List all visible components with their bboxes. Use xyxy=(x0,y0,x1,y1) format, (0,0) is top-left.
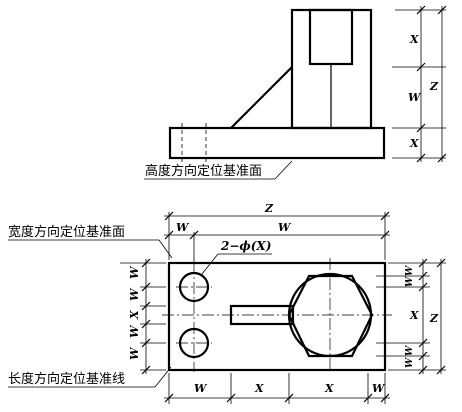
dim-label-x-top: X xyxy=(409,33,419,46)
dim-label-left-w4: W xyxy=(128,346,141,360)
dim-label-z-total: Z xyxy=(429,80,439,93)
dim-label-x-bottom: X xyxy=(409,137,419,150)
dim-label-left-w3: W xyxy=(128,324,141,338)
tick xyxy=(436,258,446,268)
tick xyxy=(418,338,428,348)
tick xyxy=(416,123,426,133)
tick xyxy=(141,301,151,311)
hole-top xyxy=(178,271,210,303)
tick xyxy=(164,230,174,240)
tick xyxy=(418,282,428,292)
hole-note-leader xyxy=(201,253,219,275)
dim-label-left-w2: W xyxy=(128,287,141,301)
dim-label-right-w1: W xyxy=(405,265,415,276)
height-datum-leader xyxy=(274,160,293,180)
dim-label-right-w3: W xyxy=(405,345,415,356)
tick xyxy=(141,282,151,292)
length-datum-label: 长度方向定位基准线 xyxy=(8,371,125,387)
dim-label-w-mid: W xyxy=(408,91,422,104)
tick xyxy=(164,211,174,221)
tick xyxy=(418,258,428,268)
tick xyxy=(363,393,373,403)
tick xyxy=(436,365,446,375)
tick xyxy=(380,393,390,403)
tick xyxy=(437,153,447,163)
hex-circle xyxy=(287,272,373,358)
tick xyxy=(226,393,236,403)
tick xyxy=(284,393,294,403)
dim-label-w-top-right: W xyxy=(278,221,292,234)
gusset-edge xyxy=(230,66,293,129)
dim-label-left-w1: W xyxy=(128,265,141,279)
base-plate xyxy=(168,126,386,160)
height-datum-label: 高度方向定位基准面 xyxy=(145,163,262,179)
tick xyxy=(418,271,428,281)
dim-label-right-z: Z xyxy=(429,312,439,325)
width-datum-label: 宽度方向定位基准面 xyxy=(8,224,125,240)
tick xyxy=(437,5,447,15)
tick xyxy=(416,62,426,72)
dim-label-z-overall: Z xyxy=(264,202,274,215)
tick xyxy=(418,365,428,375)
tick xyxy=(416,5,426,15)
dim-label-right-w4: W xyxy=(405,357,415,368)
dim-label-left-x: X xyxy=(128,310,141,320)
tick xyxy=(380,211,390,221)
front-view: X W X Z 高度方向定位基准面 xyxy=(144,5,447,180)
rib-top xyxy=(229,304,295,326)
tick xyxy=(418,351,428,361)
length-datum-leader xyxy=(154,366,172,388)
dim-label-bottom-x2: X xyxy=(324,382,334,395)
dim-label-bottom-w2: W xyxy=(372,382,386,395)
dim-label-bottom-x1: X xyxy=(254,382,264,395)
dim-label-right-x: X xyxy=(409,309,419,322)
tick xyxy=(141,319,151,329)
dim-label-w-top-left: W xyxy=(176,221,190,234)
tick xyxy=(141,365,151,375)
width-datum-leader xyxy=(158,239,173,259)
tick xyxy=(141,338,151,348)
hole-bottom xyxy=(178,327,210,359)
dim-label-right-w2: W xyxy=(405,276,415,287)
tick xyxy=(164,393,174,403)
cylinder-top xyxy=(308,8,354,66)
tick xyxy=(189,230,199,240)
hole-note: 2−ϕ(X) xyxy=(220,239,271,253)
dim-label-bottom-w1: W xyxy=(194,382,208,395)
tick xyxy=(416,153,426,163)
plate-outline xyxy=(167,261,387,372)
top-view: Z W W 宽度方向定位基准面 2−ϕ(X) W xyxy=(8,202,446,404)
tick xyxy=(141,258,151,268)
tick xyxy=(380,230,390,240)
